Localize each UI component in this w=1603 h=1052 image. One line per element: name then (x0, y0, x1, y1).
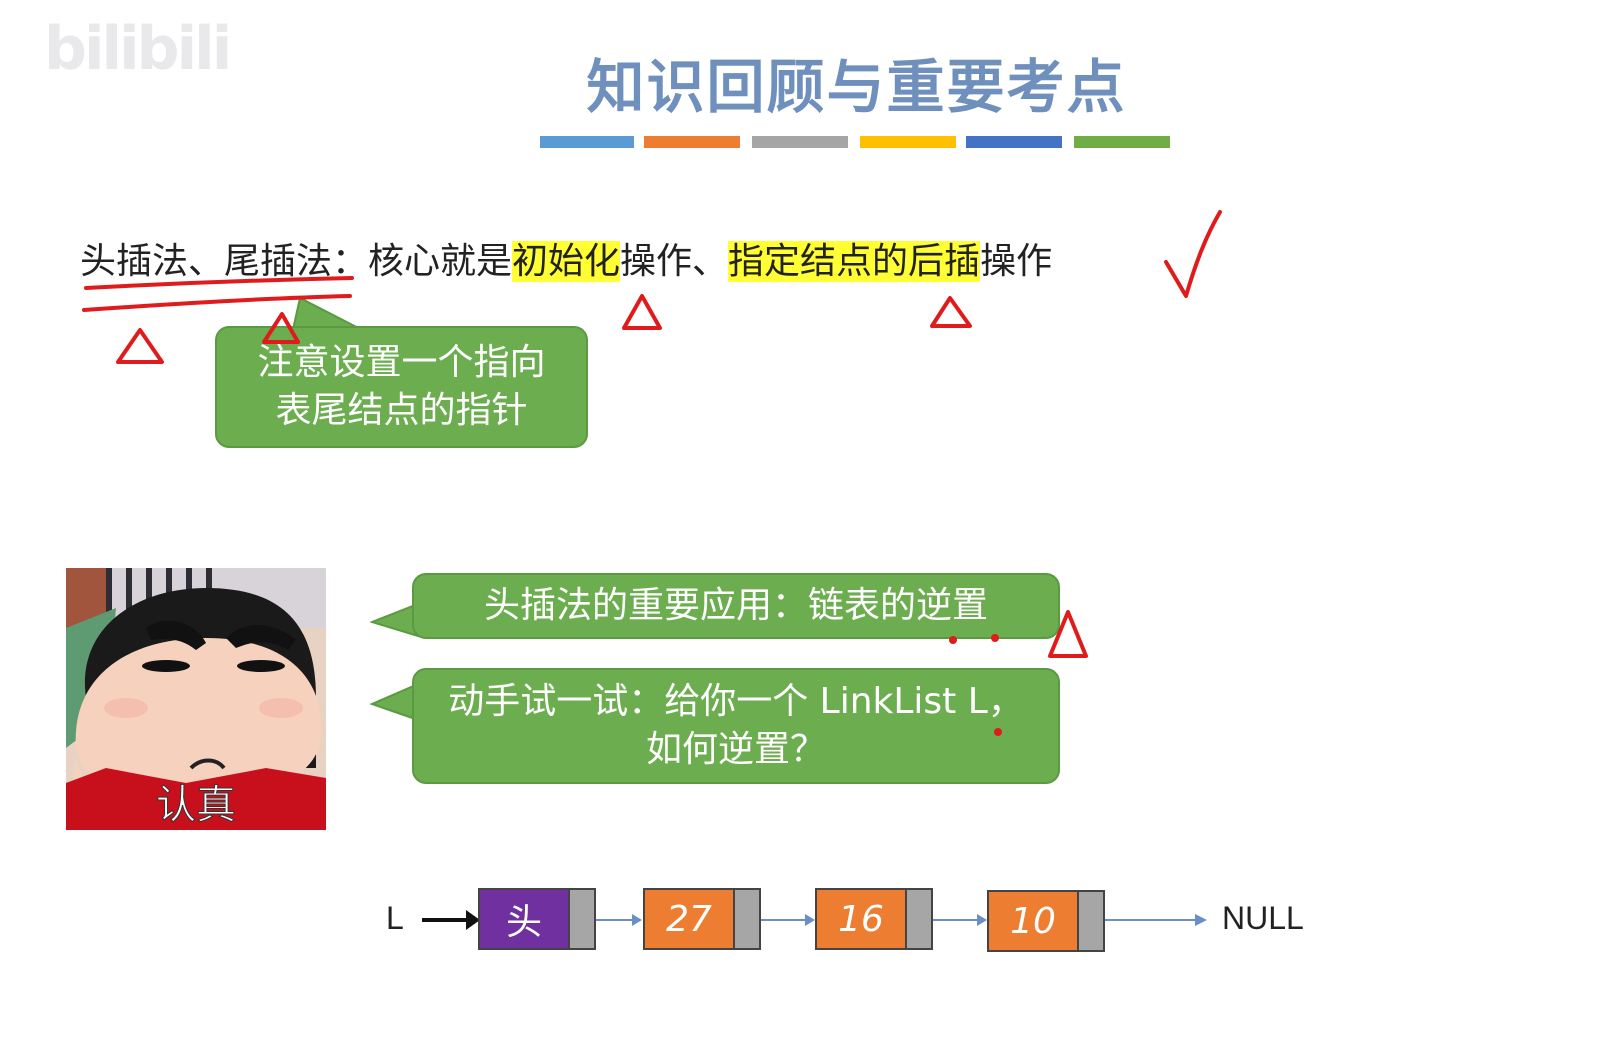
color-bar-5 (966, 136, 1062, 148)
crayon-shinchan-image: 认真 (66, 568, 326, 830)
highlight-insert-after: 指定结点的后插 (728, 241, 981, 282)
head-node: 头 (478, 888, 596, 950)
color-bar-2 (644, 136, 740, 148)
bubble-try-reverse: 动手试一试：给你一个 LinkList L， 如何逆置？ (412, 668, 1060, 784)
slide-title: 知识回顾与重要考点 (586, 53, 1127, 121)
link-arrow-3 (933, 914, 987, 926)
color-bar-6 (1074, 136, 1170, 148)
list-head-variable: L (386, 900, 404, 936)
character-caption: 认真 (156, 782, 236, 828)
list-node-1: 27 (643, 888, 761, 950)
bilibili-watermark: bilibili (44, 14, 232, 84)
check-mark (1164, 210, 1222, 298)
color-bar-3 (752, 136, 848, 148)
key-point-sentence: 头插法、尾插法：核心就是初始化操作、指定结点的后插操作 (80, 241, 1053, 282)
head-arrow (422, 910, 480, 930)
null-terminator: NULL (1222, 900, 1304, 936)
triangle-mark-1 (116, 328, 164, 364)
highlight-init: 初始化 (512, 241, 621, 282)
color-bar-1 (540, 136, 634, 148)
callout-tail-pointer: 注意设置一个指向 表尾结点的指针 (215, 326, 588, 448)
link-arrow-2 (761, 914, 815, 926)
link-arrow-null (1105, 914, 1207, 926)
bubble-list-reverse: 头插法的重要应用：链表的逆置 (412, 573, 1060, 639)
list-node-2: 16 (815, 888, 933, 950)
color-bar-4 (860, 136, 956, 148)
triangle-mark-3 (622, 294, 662, 330)
triangle-mark-4 (930, 296, 972, 328)
list-node-3: 10 (987, 890, 1105, 952)
link-arrow-1 (596, 914, 642, 926)
